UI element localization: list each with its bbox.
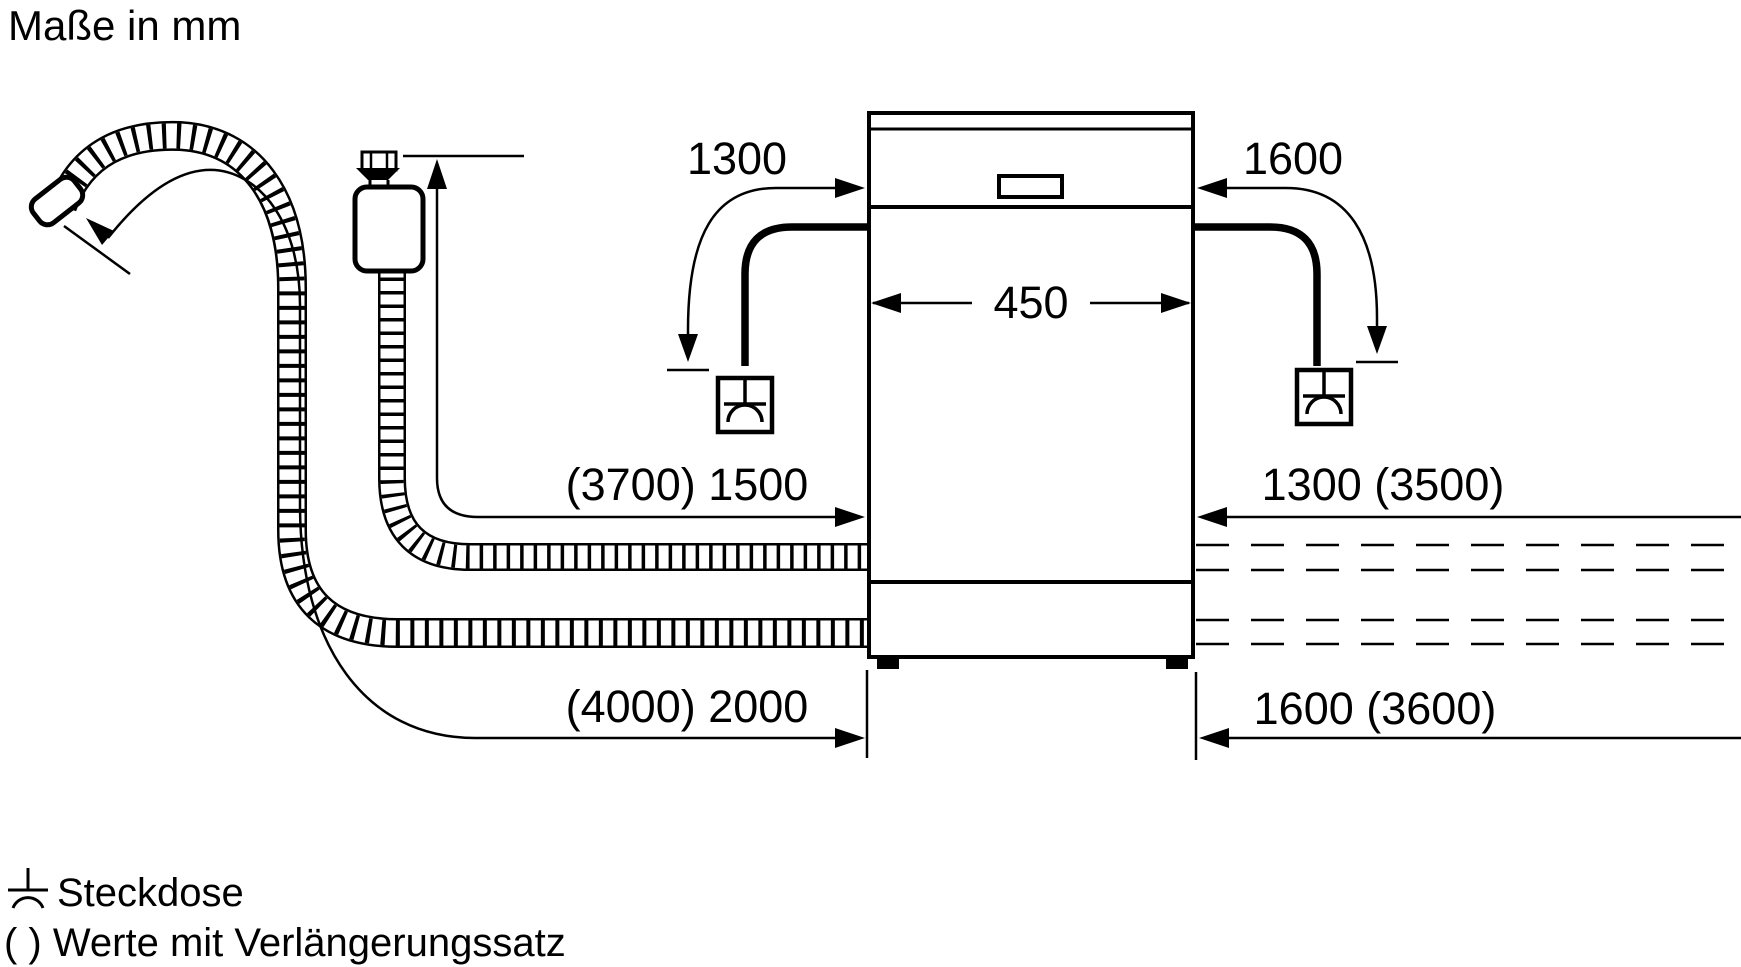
foot-left (877, 657, 899, 669)
dim-label-1300: 1300 (687, 133, 787, 184)
dim-right-1600-3600: 1600 (3600) (1194, 672, 1741, 760)
foot-right (1166, 657, 1188, 669)
dim-label-right-upper: 1300 (3500) (1262, 459, 1505, 510)
dim-right-1300-3500: 1300 (3500) (1197, 459, 1741, 527)
socket-icon (724, 378, 766, 423)
legend-note: ( ) Werte mit Verlängerungssatz (4, 921, 566, 965)
power-cable-right (1195, 223, 1321, 366)
dim-label-drain: (4000) 2000 (566, 681, 809, 732)
dim-1600: 1600 (1197, 133, 1398, 364)
legend-socket-label: Steckdose (57, 871, 244, 915)
dim-1300: 1300 (667, 133, 865, 372)
socket-left (715, 375, 775, 435)
legend-socket-icon (8, 868, 48, 909)
supply-hose (378, 264, 867, 571)
faucet-connector (28, 174, 86, 228)
socket-icon (1303, 370, 1345, 415)
display-window (997, 174, 1064, 199)
dim-supply-1500: (3700) 1500 (403, 154, 865, 527)
power-cable-left (741, 223, 867, 366)
page-title: Maße in mm (8, 2, 241, 49)
aquastop-valve (352, 150, 426, 274)
socket-right (1294, 367, 1354, 427)
dishwasher (867, 111, 1195, 669)
dim-label-450: 450 (993, 277, 1068, 328)
dim-label-supply: (3700) 1500 (566, 459, 809, 510)
legend: Steckdose ( ) Werte mit Verlängerungssat… (4, 868, 566, 965)
dim-drain-2000: (4000) 2000 (63, 168, 869, 758)
dim-450: 450 (871, 277, 1191, 328)
dashed-hose-continuation (1196, 543, 1741, 646)
dim-label-1600: 1600 (1243, 133, 1343, 184)
dim-label-right-lower: 1600 (3600) (1254, 683, 1497, 734)
drain-hose (28, 120, 867, 648)
